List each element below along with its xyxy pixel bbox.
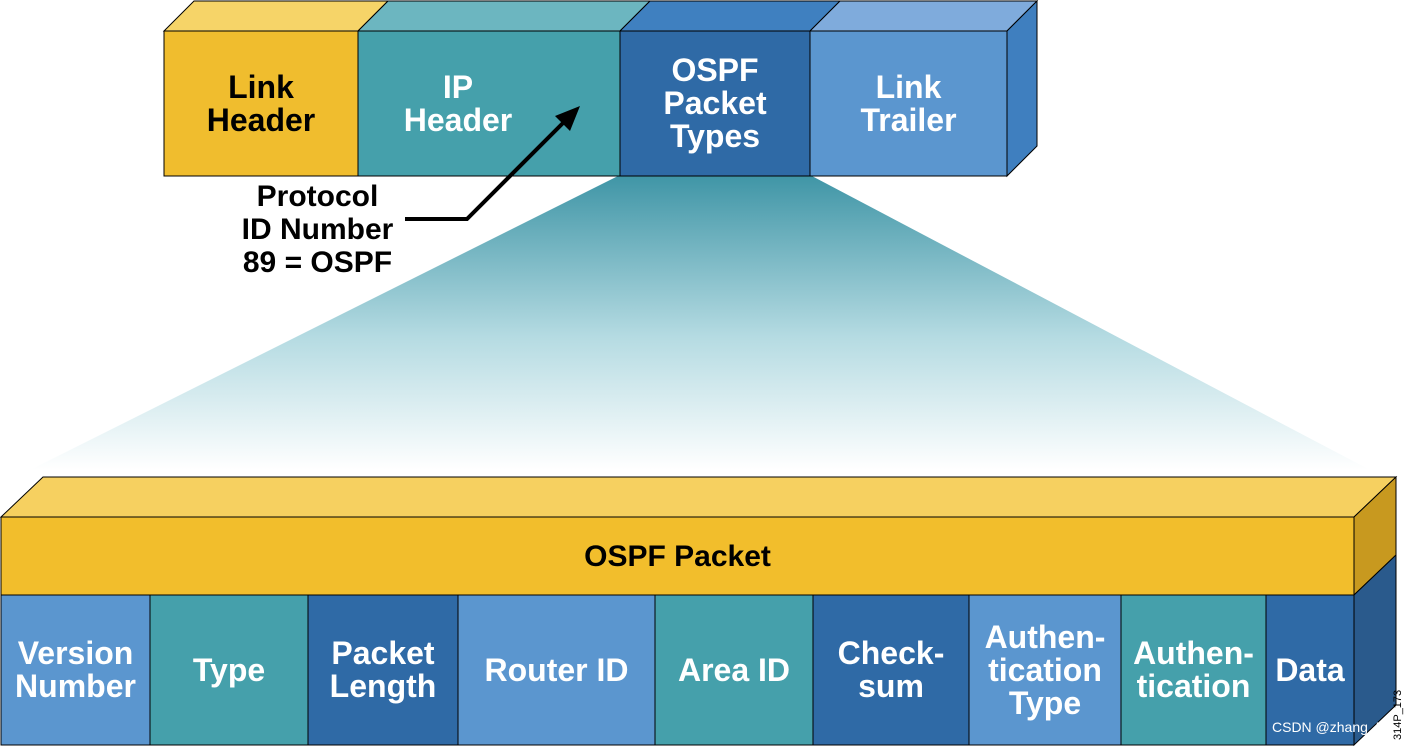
link-header-box bbox=[163, 30, 359, 177]
field-type: Type bbox=[192, 651, 266, 688]
top-frame-top-link-trailer bbox=[808, 0, 1039, 32]
field-box-packet-length bbox=[307, 594, 459, 746]
expansion-funnel bbox=[30, 175, 1370, 470]
link-header-label: Link Header bbox=[206, 68, 316, 138]
field-box-authentication bbox=[1120, 594, 1267, 746]
protocol-arrow bbox=[405, 106, 580, 221]
ospf-packet-title: OSPF Packet bbox=[584, 539, 771, 573]
top-frame-side bbox=[1006, 0, 1038, 178]
field-authentication: Authen- tication bbox=[1133, 635, 1254, 704]
link-trailer-label: Link Trailer bbox=[860, 68, 957, 138]
field-authentication-type: Authen- tication Type bbox=[984, 618, 1106, 721]
ip-header-label: IP Header bbox=[403, 68, 513, 138]
ospf-packet-bar bbox=[0, 475, 1398, 747]
ip-header-box bbox=[357, 30, 621, 177]
protocol-id-note: Protocol ID Number 89 = OSPF bbox=[241, 180, 394, 279]
top-frame bbox=[162, 0, 1039, 178]
field-box-router-id bbox=[457, 594, 656, 746]
field-box-version-number bbox=[0, 594, 151, 746]
field-checksum: Check- sum bbox=[837, 635, 945, 704]
field-area-id: Area ID bbox=[677, 651, 791, 688]
ospf-field-rects bbox=[0, 594, 1355, 746]
watermark-text: CSDN @zhang_504 bbox=[1272, 719, 1400, 735]
field-box-area-id bbox=[654, 594, 814, 746]
field-router-id: Router ID bbox=[484, 651, 629, 688]
figure-id: 314P_173 bbox=[1392, 689, 1404, 740]
ospf-packet-types-box bbox=[619, 30, 811, 177]
field-box-data bbox=[1265, 594, 1355, 746]
link-trailer-box bbox=[809, 30, 1008, 177]
field-version-number: Version Number bbox=[15, 635, 136, 704]
field-packet-length: Packet Length bbox=[329, 635, 437, 704]
top-frame-top-ip-header bbox=[356, 0, 652, 32]
top-frame-top-link-header bbox=[162, 0, 390, 32]
ospf-packet-top bbox=[0, 476, 1398, 518]
field-data: Data bbox=[1275, 651, 1345, 688]
field-box-type bbox=[149, 594, 309, 746]
top-frame-top-ospf-types bbox=[618, 0, 842, 32]
ospf-packet-types-label: OSPF Packet Types bbox=[663, 52, 767, 154]
